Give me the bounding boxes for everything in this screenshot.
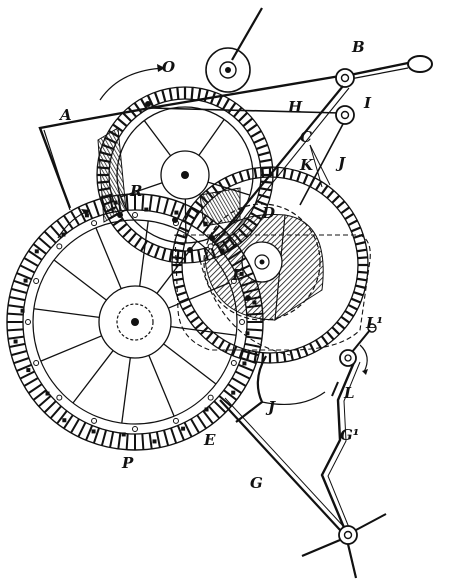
lever-A xyxy=(38,74,341,211)
label-H: H xyxy=(287,98,303,116)
label-D: D xyxy=(261,204,275,222)
label-G: G xyxy=(250,474,263,492)
label-E: E xyxy=(203,431,216,449)
lever-L xyxy=(331,323,377,397)
lever-J-lower xyxy=(235,355,267,423)
rod-G xyxy=(219,397,345,531)
label-R: R xyxy=(129,182,142,200)
rotation-arrow-top xyxy=(99,67,166,101)
label-C: C xyxy=(300,128,312,146)
lever-H xyxy=(149,105,355,125)
right-gear-wheel xyxy=(171,166,369,364)
lever-K xyxy=(299,123,344,206)
label-I: I xyxy=(363,94,372,112)
label-G1: G¹ xyxy=(340,426,359,444)
label-J-lower: J xyxy=(265,398,276,416)
main-count-wheel xyxy=(6,193,264,451)
label-B: B xyxy=(351,38,365,56)
rod-C xyxy=(224,85,350,234)
label-K: K xyxy=(299,156,314,174)
label-J: J xyxy=(335,154,346,172)
label-O: O xyxy=(162,58,175,76)
label-F: F xyxy=(231,266,244,284)
dashed-plate-outline xyxy=(174,234,371,351)
label-L: L xyxy=(343,384,355,402)
rod-G1 xyxy=(320,359,361,531)
pins xyxy=(117,101,251,301)
label-P: P xyxy=(121,454,134,472)
pivot-bottom xyxy=(301,513,387,579)
top-pulley-wheel xyxy=(205,7,263,93)
label-A: A xyxy=(58,106,72,124)
label-L1: L¹ xyxy=(365,314,383,332)
lever-B-arm xyxy=(335,55,433,88)
